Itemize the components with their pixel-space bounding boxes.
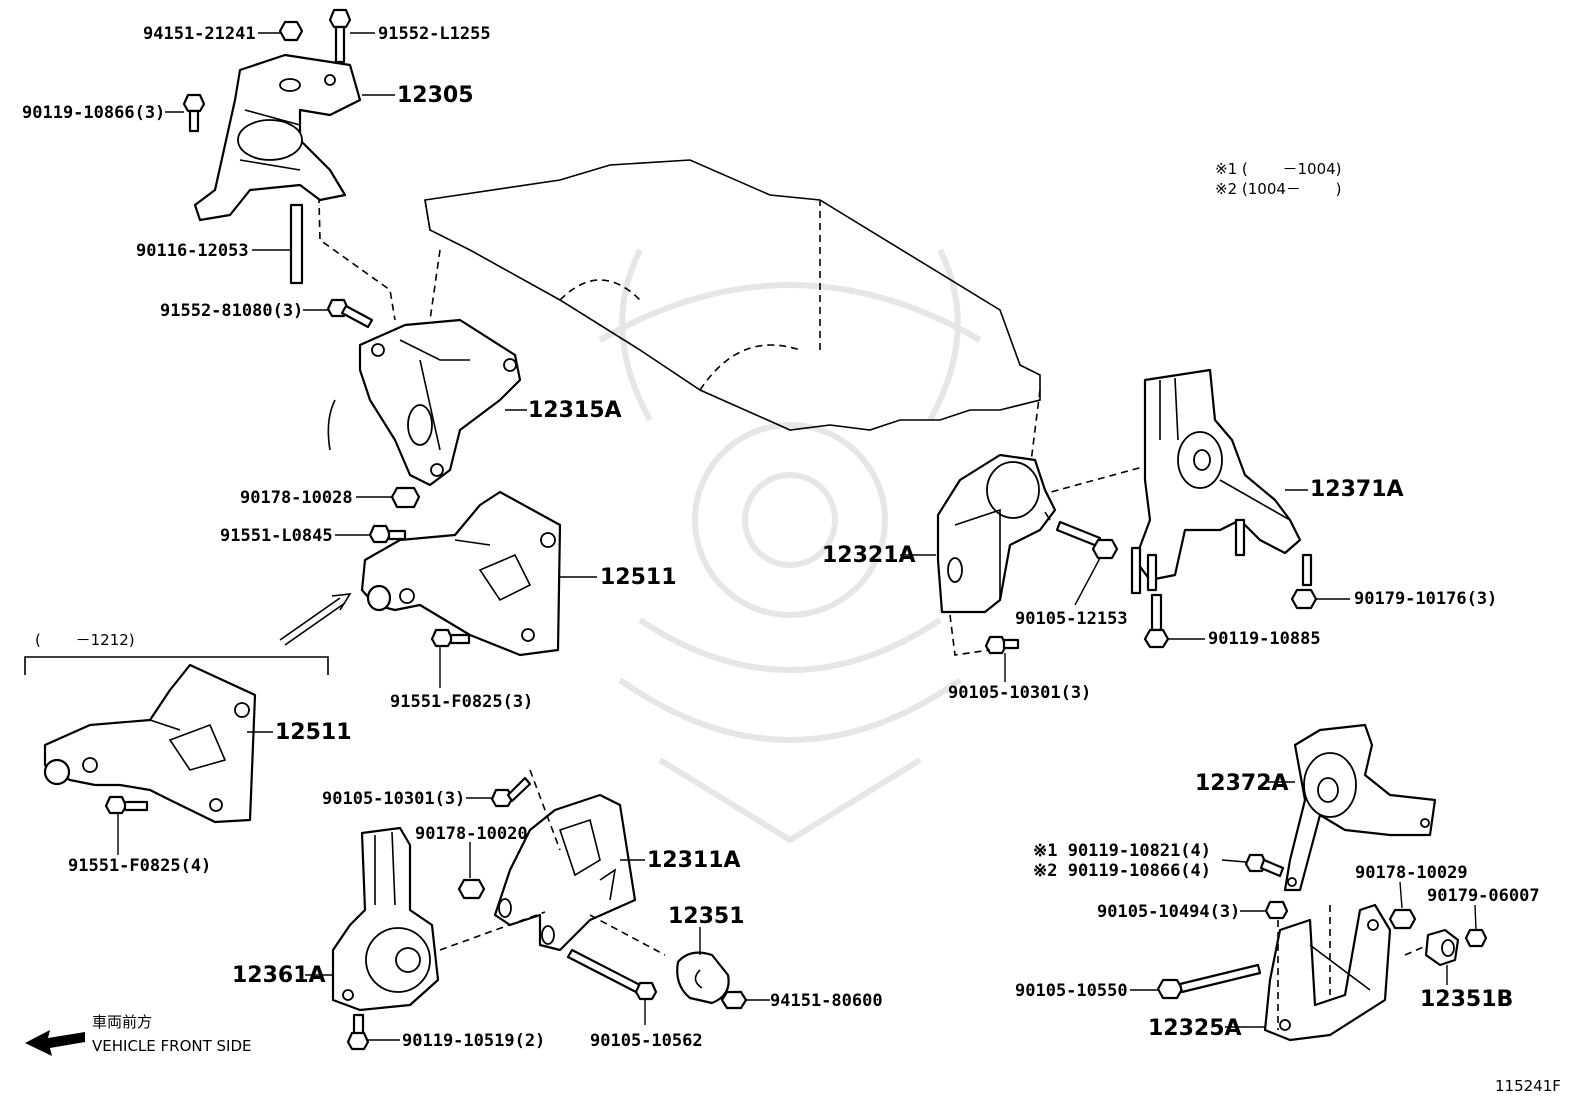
engine-mount-12305 xyxy=(193,53,362,222)
nut-90178-10020 xyxy=(457,878,486,900)
label-12351B: 12351B xyxy=(1420,987,1513,1012)
label-12321A: 12321A xyxy=(822,543,916,568)
nut-94151-21241 xyxy=(278,20,304,42)
label-90105-12153: 90105-12153 xyxy=(1015,609,1128,629)
watermark-emblem xyxy=(598,248,982,844)
label-12372A: 12372A xyxy=(1195,771,1289,796)
bolt-90105-10562 xyxy=(566,948,658,1001)
label-12361A: 12361A xyxy=(232,963,326,988)
label-91551-F0825-3: 91551-F0825(3) xyxy=(390,692,533,712)
nut-90178-10028 xyxy=(390,486,421,509)
label-90105-10301-3-right: 90105-10301(3) xyxy=(948,683,1091,703)
bolt-90119-10821-10866 xyxy=(1244,853,1285,878)
assembly-dashes-right xyxy=(949,614,1429,1030)
bolt-90105-10550 xyxy=(1156,963,1262,1000)
label-91552-L1255: 91552-L1255 xyxy=(378,24,491,44)
bolt-91551-F0825-4 xyxy=(104,795,149,815)
label-94151-21241: 94151-21241 xyxy=(143,24,256,44)
diagram-id: 115241F xyxy=(1495,1077,1561,1095)
label-12351: 12351 xyxy=(668,904,745,929)
label-90178-10029: 90178-10029 xyxy=(1355,863,1468,883)
bracket-12315A xyxy=(327,318,522,487)
bushing-12351B xyxy=(1424,928,1460,967)
label-12305: 12305 xyxy=(397,83,474,108)
label-90119-10519-2: 90119-10519(2) xyxy=(402,1031,545,1051)
label-90178-10028: 90178-10028 xyxy=(240,488,353,508)
bolt-91552-81080-3 xyxy=(326,298,374,329)
part-labels: 94151-21241 91552-L1255 12305 90119-1086… xyxy=(22,24,1561,1095)
label-90119-10866-3: 90119-10866(3) xyxy=(22,103,165,123)
label-12511-lower: 12511 xyxy=(275,720,352,745)
nut-90179-10176-3 xyxy=(1290,588,1318,610)
bolt-90105-10301-3-top xyxy=(490,776,532,808)
label-12325A: 12325A xyxy=(1148,1016,1242,1041)
label-90179-06007: 90179-06007 xyxy=(1427,886,1540,906)
mount-12321A xyxy=(936,453,1057,614)
mount-12372A xyxy=(1283,723,1437,892)
bolt-90105-12153 xyxy=(1055,520,1119,560)
nut-90178-10029 xyxy=(1388,908,1417,930)
label-front-jp: 車両前方 xyxy=(92,1013,152,1031)
bracket-12311A xyxy=(493,793,637,952)
label-90116-12053: 90116-12053 xyxy=(136,241,249,261)
note-1: ※1 ( －1004) xyxy=(1215,160,1342,178)
bracket-12511-lower xyxy=(43,663,257,824)
label-90105-10301-3-top: 90105-10301(3) xyxy=(322,789,465,809)
label-90119-10821-4: ※1 90119-10821(4) xyxy=(1033,841,1211,861)
bushing-12351 xyxy=(676,951,730,1005)
label-90105-10494-3: 90105-10494(3) xyxy=(1097,902,1240,922)
assembly-dashes-bottom xyxy=(439,769,666,956)
label-91551-L0845: 91551-L0845 xyxy=(220,526,333,546)
label-91552-81080-3: 91552-81080(3) xyxy=(160,301,303,321)
direction-arrow xyxy=(279,593,352,646)
leader-lines xyxy=(117,32,1477,1041)
mount-12361A xyxy=(331,826,440,1012)
label-range-1212: ( －1212) xyxy=(35,631,135,649)
stud-90116-12053 xyxy=(289,203,304,285)
label-12311A: 12311A xyxy=(647,848,741,873)
label-90119-10866-4: ※2 90119-10866(4) xyxy=(1033,861,1211,881)
label-90105-10550: 90105-10550 xyxy=(1015,981,1128,1001)
studs-12371A xyxy=(1130,518,1313,595)
nut-90179-06007 xyxy=(1464,928,1488,948)
bolt-91551-L0845 xyxy=(368,524,407,544)
bolt-90119-10866-3 xyxy=(182,93,206,133)
bolt-91552-L1255 xyxy=(328,8,352,64)
bracket-12325A xyxy=(1263,903,1392,1042)
label-90178-10020: 90178-10020 xyxy=(415,824,528,844)
bolt-90119-10519-2 xyxy=(346,1013,370,1051)
bolt-90105-10301-3-right xyxy=(984,635,1020,655)
label-12511-upper: 12511 xyxy=(600,565,677,590)
nut-94151-80600 xyxy=(720,990,748,1010)
bolt-91551-F0825-3 xyxy=(430,628,471,648)
mount-12371A xyxy=(1133,368,1302,582)
label-90105-10562: 90105-10562 xyxy=(590,1031,703,1051)
label-90119-10885: 90119-10885 xyxy=(1208,629,1321,649)
label-front-en: VEHICLE FRONT SIDE xyxy=(92,1037,252,1055)
note-2: ※2 (1004－ ) xyxy=(1215,180,1342,198)
bolt-90119-10885 xyxy=(1143,593,1170,649)
bolt-90105-10494-3 xyxy=(1264,900,1289,920)
label-94151-80600: 94151-80600 xyxy=(770,991,883,1011)
label-12315A: 12315A xyxy=(528,398,622,423)
bracket-12511-upper xyxy=(360,490,562,657)
vehicle-front-arrow-icon xyxy=(25,1030,85,1056)
label-12371A: 12371A xyxy=(1310,477,1404,502)
label-90179-10176-3: 90179-10176(3) xyxy=(1354,589,1497,609)
label-91551-F0825-4: 91551-F0825(4) xyxy=(68,856,211,876)
range-bracket xyxy=(24,656,329,675)
